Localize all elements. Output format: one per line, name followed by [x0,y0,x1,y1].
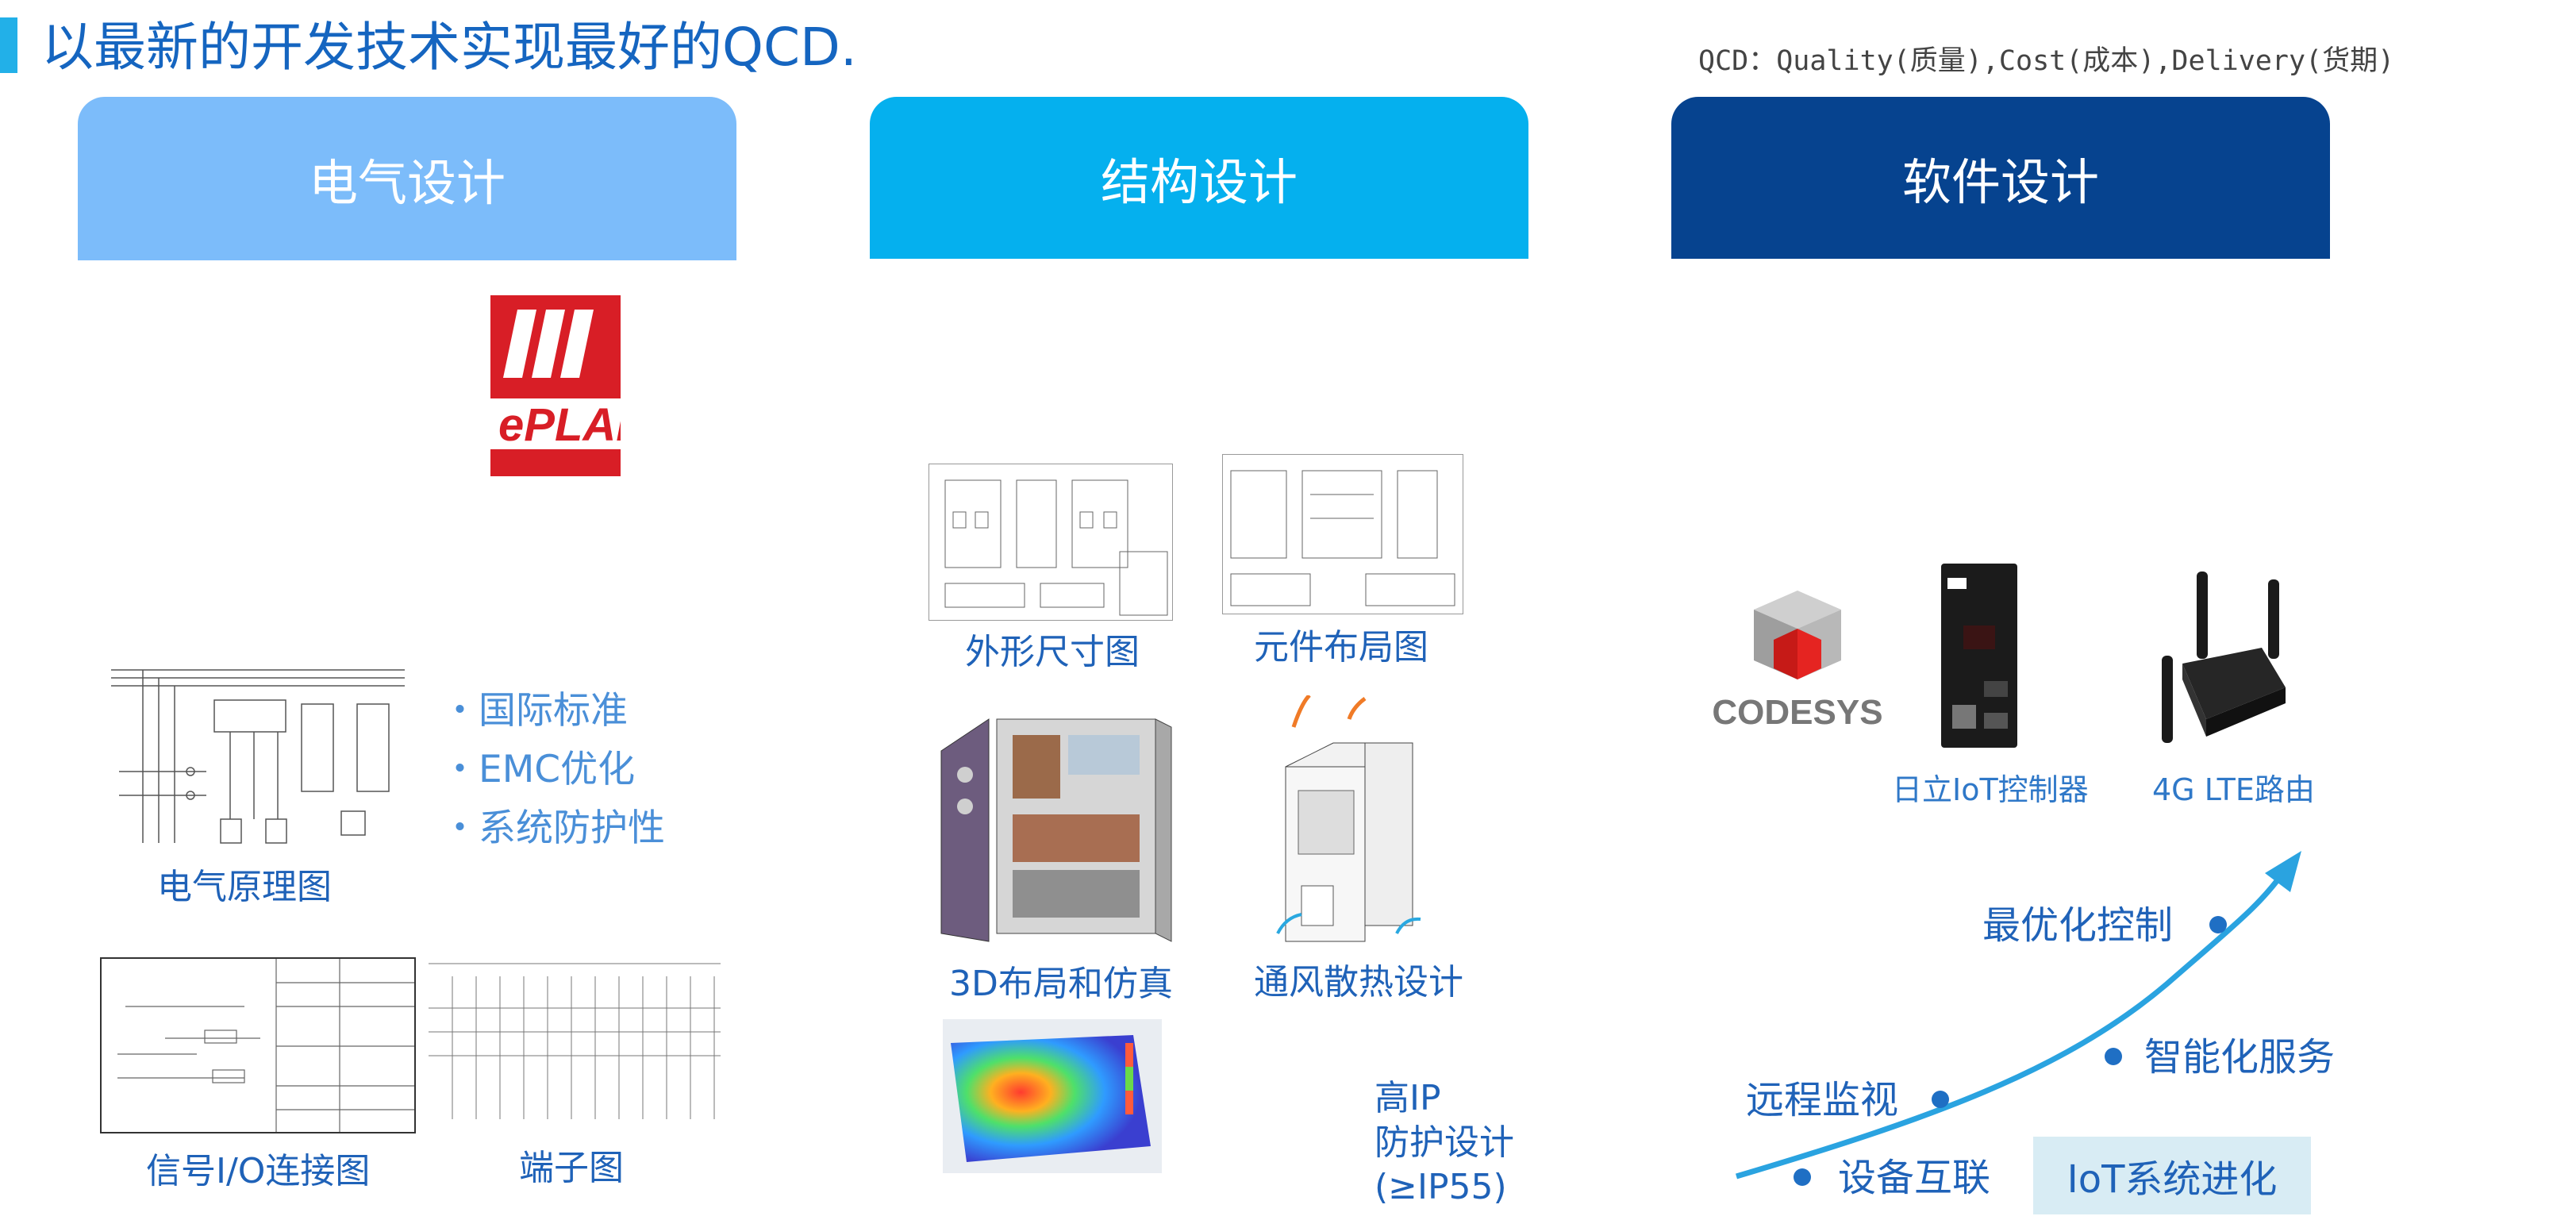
router-caption: 4G LTE路由 [2152,772,2315,807]
structural-design-header: 结构设计 [870,97,1528,259]
title-accent-bar [0,17,17,73]
eplan-logo-text: ePLAN [498,399,621,451]
controller-caption: 日立IoT控制器 [1892,772,2089,807]
iot-step-dot-4 [2209,916,2227,933]
iot-evolution-badge: IoT系统进化 [2033,1137,2311,1214]
iot-step-dot-3 [2105,1048,2122,1065]
bullet-international-standard: ・国际标准 [441,689,628,733]
codesys-logo-text: CODESYS [1712,693,1882,730]
terminal-drawing [429,960,721,1127]
iot-step-remote-monitoring: 远程监视 [1746,1078,1899,1122]
io-diagram-caption: 信号I/O连接图 [146,1151,371,1191]
iot-step-smart-service: 智能化服务 [2144,1035,2336,1080]
ip-caption-line3: (≥IP55) [1375,1167,1507,1207]
eplan-logo-icon: ePLAN [490,295,650,476]
thermal-caption: 通风散热设计 [1254,962,1463,1003]
simulation-heatmap [943,1019,1162,1173]
bullet-emc-optimization: ・EMC优化 [441,748,636,791]
electrical-schematic-drawing [103,660,405,859]
outline-dimension-drawing [929,464,1173,621]
iot-step-dot-2 [1932,1091,1949,1108]
cabinet-3d-render [933,703,1176,954]
growth-arrow-icon [1736,851,2301,1180]
sim3d-caption: 3D布局和仿真 [949,964,1173,1004]
iot-step-optimal-control: 最优化控制 [1982,903,2174,948]
iot-step-device-connection: 设备互联 [1838,1156,1991,1200]
terminal-caption: 端子图 [519,1148,624,1188]
page-title: 以最新的开发技术实现最好的QCD. [41,17,857,78]
iot-step-dot-1 [1794,1168,1811,1186]
controller-device-icon [1936,562,2024,749]
schematic-caption: 电气原理图 [157,867,332,907]
lte-router-icon [2159,568,2293,751]
io-connection-drawing [100,957,416,1133]
component-layout-caption: 元件布局图 [1254,627,1428,668]
ip-caption-line1: 高IP [1375,1078,1441,1118]
qcd-note: QCD：Quality(质量),Cost(成本),Delivery(货期) [1698,45,2395,77]
ip-caption-line2: 防护设计 [1375,1122,1514,1163]
outline-dimension-caption: 外形尺寸图 [965,632,1140,672]
electrical-design-header: 电气设计 [78,97,736,260]
component-layout-drawing [1222,454,1463,614]
codesys-logo-icon: CODESYS [1706,587,1889,732]
bullet-system-protection: ・系统防护性 [441,806,665,850]
software-design-header: 软件设计 [1671,97,2330,259]
thermal-design-drawing [1262,694,1452,953]
